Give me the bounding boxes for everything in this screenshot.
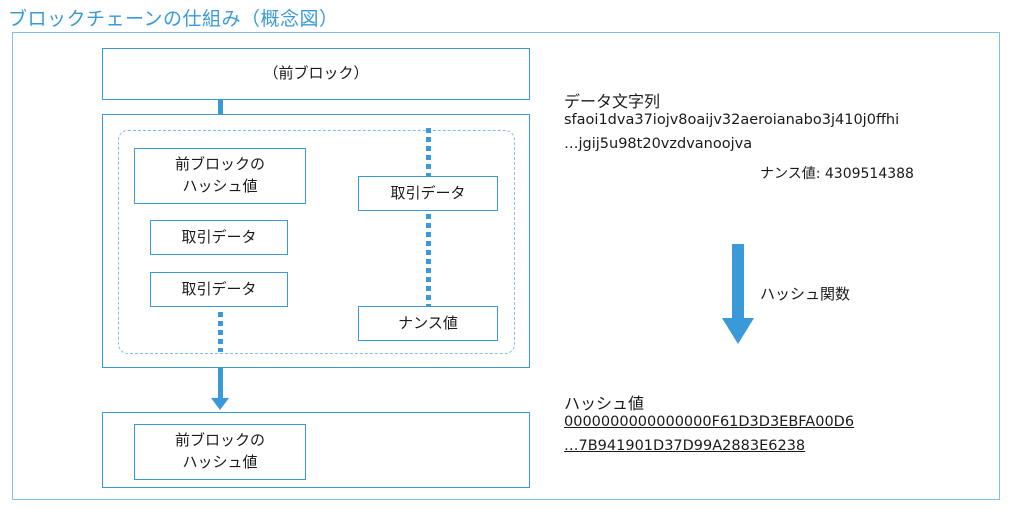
hash-function-arrow-head [722,318,754,344]
data-string-line1: sfaoi1dva37iojv8oaijv32aeroianabo3j410j0… [564,112,900,128]
hash-function-label: ハッシュ関数 [760,285,851,303]
previous-block-label: （前ブロック） [263,64,369,83]
hash-value-line2: …7B941901D37D99A2883E6238 [564,438,806,454]
next-prev-hash-line2: ハッシュ値 [182,453,258,471]
transaction-box-1: 取引データ [150,220,288,255]
hashed-region-outline [118,130,515,354]
previous-block: （前ブロック） [102,48,530,100]
diagram-title: ブロックチェーンの仕組み（概念図） [8,8,339,30]
transaction-box-right: 取引データ [358,176,498,211]
hash-value-line1: 0000000000000000F61D3D3EBFA00D6 [564,414,855,430]
transaction-box-2: 取引データ [150,272,288,307]
right-continuation-dots-top [426,128,431,176]
arrow-shaft-next [218,368,223,400]
prev-hash-box: 前ブロックの ハッシュ値 [134,148,306,204]
transaction-label-right: 取引データ [390,183,466,202]
data-string-label: データ文字列 [564,92,661,111]
nonce-box: ナンス値 [358,306,498,341]
data-string-line2: …jgij5u98t20vzdvanoojva [564,136,753,152]
arrow-head-next [211,398,229,410]
prev-hash-line2: ハッシュ値 [182,177,258,195]
nonce-value-text: ナンス値: 4309514388 [760,166,914,182]
left-continuation-dots [218,312,223,352]
transaction-label-1: 取引データ [181,227,257,246]
right-continuation-dots-bottom [426,214,431,306]
hash-value-label: ハッシュ値 [564,394,645,413]
nonce-label: ナンス値 [398,313,458,332]
transaction-label-2: 取引データ [181,279,257,298]
hash-function-arrow-shaft [732,244,744,320]
next-prev-hash-line1: 前ブロックの [174,431,265,450]
diagram-frame [12,32,1000,500]
next-prev-hash-box: 前ブロックの ハッシュ値 [134,424,306,480]
prev-hash-line1: 前ブロックの [174,155,265,174]
